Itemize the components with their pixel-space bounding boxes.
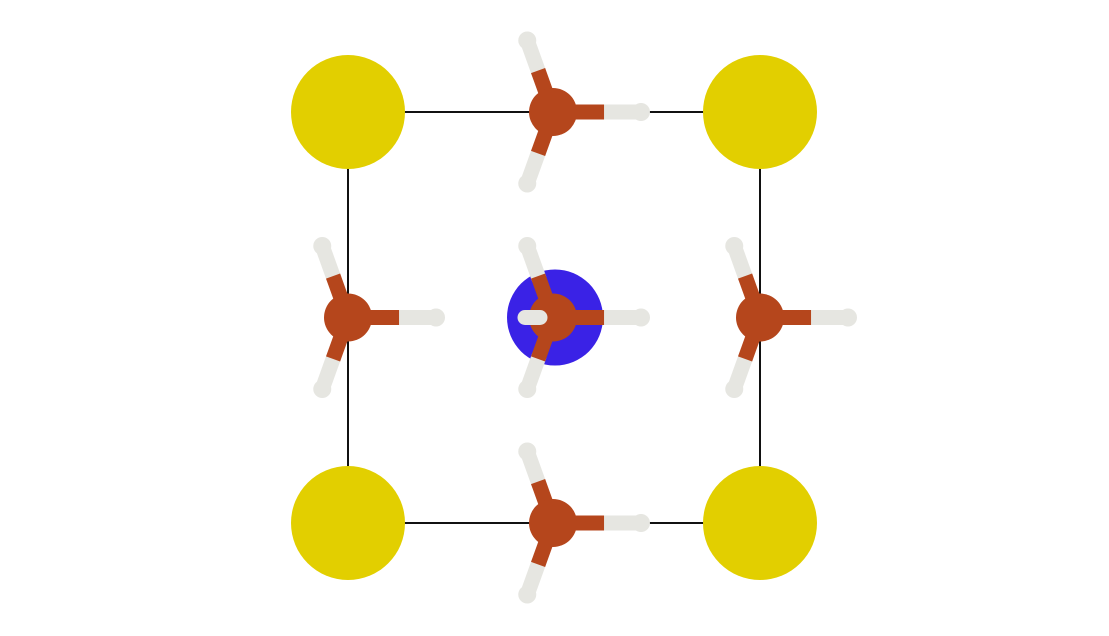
- methyl-top-edge: [518, 31, 650, 193]
- methyl-bottom-edge: [518, 442, 650, 604]
- hydrogen-atom: [313, 380, 332, 399]
- hydrogen-atom: [632, 308, 650, 327]
- hydrogen-atom: [518, 31, 537, 50]
- corner-atom-top-right: [703, 55, 817, 169]
- hydrogen-atom: [518, 442, 537, 461]
- hydrogen-atom: [518, 380, 537, 399]
- hydrogen-atom: [839, 308, 857, 327]
- methyl-left-edge: [313, 236, 445, 399]
- corner-atom-bottom-right: [703, 466, 817, 580]
- carbon-atom: [736, 293, 784, 342]
- hydrogen-atom: [518, 174, 537, 193]
- corner-atom-top-left: [291, 55, 405, 169]
- methyl-right-edge: [725, 236, 857, 399]
- hydrogen-atom: [518, 585, 537, 604]
- hydrogen-atom: [313, 236, 332, 255]
- hydrogen-atom: [725, 236, 744, 255]
- hydrogen-atom: [518, 236, 537, 255]
- carbon-atom: [529, 499, 577, 547]
- hydrogen-atom: [725, 380, 744, 399]
- corner-atom-bottom-left: [291, 466, 405, 580]
- hydrogen-atom: [427, 308, 445, 327]
- hydrogen-atom: [632, 103, 650, 121]
- hydrogen-atom: [632, 514, 650, 532]
- carbon-atom: [324, 293, 372, 342]
- carbon-atom: [529, 293, 577, 342]
- methyl-center: [518, 236, 650, 399]
- carbon-atom: [529, 88, 577, 136]
